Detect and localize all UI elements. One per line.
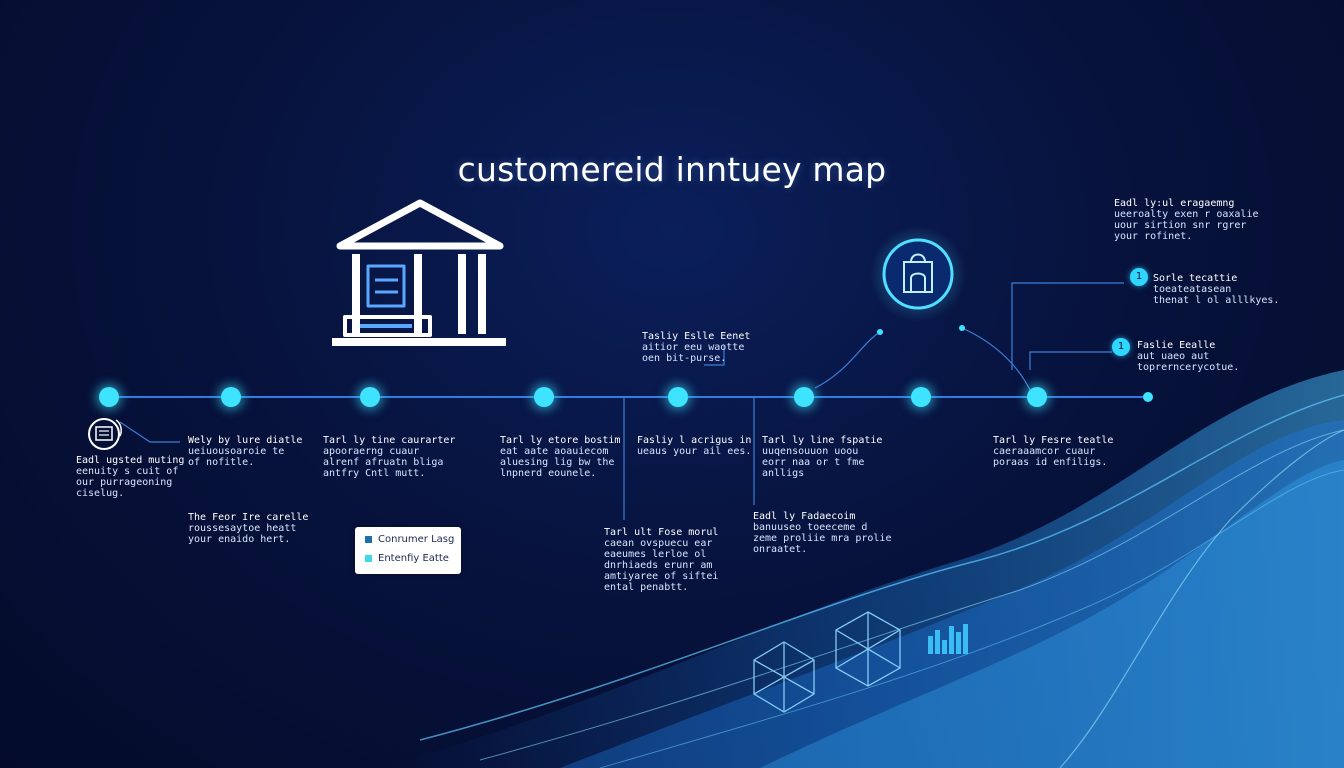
bar-chart-icon [928,624,968,654]
note-line: Sorle tecattie [1153,273,1238,284]
note-line: aut uaeo aut [1137,351,1210,362]
callout-number[interactable]: 1 [1130,268,1148,286]
note-line: toeateatasean [1153,284,1232,295]
note-line: The Feor Ire carelle [188,512,309,523]
note-line: thenat l ol alllkyes. [1153,295,1280,306]
note-line: lnpnerd eounele. [500,468,597,479]
page-title: customereid inntuey map [457,150,887,189]
legend-item: Conrumer Lasg [365,534,454,546]
note-line: our purrageoning [76,477,173,488]
note-line: oen bit-purse. [642,353,727,364]
note-line: Tasliy Eslle Eenet [642,331,751,342]
note-line: aluesing lig bw the [500,457,615,468]
note-line: apooraerng cuaur [323,446,420,457]
note-line: your enaido hert. [188,534,291,545]
connector-lines [119,282,1124,520]
note-line: of nofitle. [188,457,255,468]
note-line: toprerncerycotue. [1137,362,1240,373]
legend-swatch [365,554,372,562]
bank-icon [332,199,506,346]
note-line: Eadl ugsted muting [76,455,185,466]
note-line: Tarl ult Fose morul [604,527,719,538]
note-line: ciselug. [76,488,125,499]
timeline-dot[interactable] [360,387,380,407]
note-line: Tarl ly Fesre teatle [993,435,1114,446]
note-line: alrenf afruatn bliga [323,457,444,468]
legend: Conrumer Lasg Entenfiy Eatte [355,527,461,574]
note-line: ueeroalty exen r oaxalie [1114,209,1259,220]
note-line: Eadl ly Fadaecoim [753,511,856,522]
timeline-dot[interactable] [794,387,814,407]
note-line: antfry Cntl mutt. [323,468,426,479]
note-line: roussesaytoe heatt [188,523,297,534]
connector-node [959,325,965,331]
note-line: ental penabtt. [604,582,689,593]
note-line: ueiuousoaroie te [188,446,285,457]
legend-swatch [365,535,372,543]
timeline-dot[interactable] [911,387,931,407]
note-line: eenuity s cuit of [76,466,179,477]
timeline-dot[interactable] [668,387,688,407]
note-line: Faslie Eealle [1137,340,1216,351]
note-line: Eadl ly:ul eragaemng [1114,198,1235,209]
note-line: uour sirtion snr rgrer [1114,220,1247,231]
note-line: eaeumes lerloe ol [604,549,707,560]
wave-decoration [380,370,1344,768]
note-line: poraas id enfiligs. [993,457,1108,468]
timeline-dot[interactable] [99,387,119,407]
callout-number[interactable]: 1 [1112,338,1130,356]
legend-label: Entenfiy Eatte [378,553,449,564]
timeline-dot[interactable] [1027,387,1047,407]
note-line: ueaus your ail ees. [637,446,752,457]
note-line: Tarl ly etore bostim [500,435,621,446]
timeline-end-dot [1143,392,1153,402]
connector-node [877,329,883,335]
note-line: your rofinet. [1114,231,1193,242]
timeline-dot[interactable] [221,387,241,407]
note-line: Tarl ly tine caurarter [323,435,456,446]
note-line: onraatet. [753,544,808,555]
note-line: eorr naa or t fme [762,457,865,468]
note-line: caeraaamcor cuaur [993,446,1096,457]
note-line: dnrhiaeds erunr am [604,560,713,571]
id-card-icon [88,418,122,450]
note-line: anlligs [762,468,805,479]
legend-item: Entenfiy Eatte [365,553,449,565]
shop-bag-icon [870,226,966,322]
note-line: aitior eeu waotte [642,342,745,353]
note-line: Fasliy l acrigus in [637,435,752,446]
legend-label: Conrumer Lasg [378,534,455,545]
note-line: Tarl ly line fspatie [762,435,883,446]
note-line: caean ovspuecu ear [604,538,713,549]
note-line: amtiyaree of siftei [604,571,719,582]
note-line: Wely by lure diatle [188,435,303,446]
timeline-dot[interactable] [534,387,554,407]
note-line: banuuseo toeeceme d [753,522,868,533]
polyhedron-icon [753,611,901,713]
note-line: eat aate aoauiecom [500,446,609,457]
note-line: uuqensouuon uoou [762,446,859,457]
note-line: zeme proliie mra prolie [753,533,892,544]
